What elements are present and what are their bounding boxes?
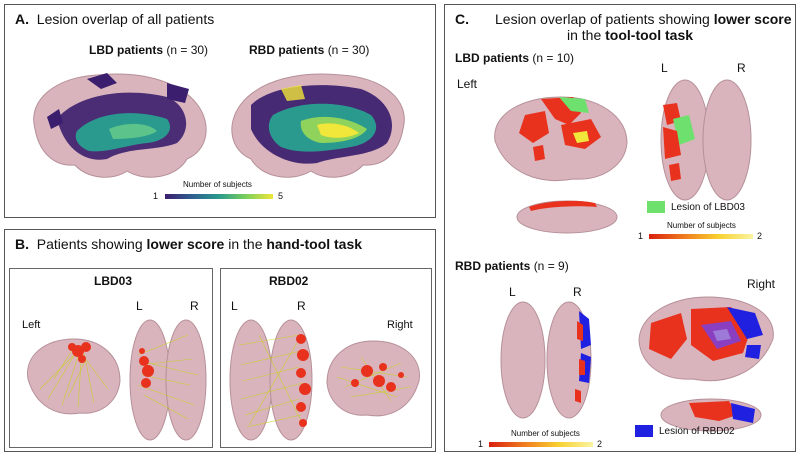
panel-c-rbd-colorbar-min: 1 <box>478 439 484 449</box>
panel-c-rbd-legend-text: Lesion of RBD02 <box>659 426 735 437</box>
panel-b-rbd-id: RBD02 <box>269 274 309 288</box>
panel-c-rbd-lateral-brain <box>638 296 774 382</box>
panel-c-title-line2: in the tool-tool task <box>567 27 694 43</box>
panel-c-rbd-ventral-brain <box>660 398 762 432</box>
panel-c-lbd-colorbar-title: Number of subjects <box>667 221 736 230</box>
panel-a-left-brain <box>33 73 207 178</box>
panel-c-rbd-legend-swatch <box>635 425 653 437</box>
panel-a-right-brain <box>231 73 405 178</box>
panel-c-rbd-side: Right <box>747 277 776 291</box>
panel-a-colorbar-min: 1 <box>153 191 159 201</box>
panel-c-lbd-L: L <box>661 61 668 75</box>
panel-c-rbd-colorbar-max: 2 <box>597 439 603 449</box>
panel-c-letter: C. <box>455 11 469 27</box>
panel-c-lbd-R: R <box>737 61 746 75</box>
panel-a-colorbar-title: Number of subjects <box>183 180 252 189</box>
panel-a: A. Lesion overlap of all patients LBD pa… <box>4 4 436 218</box>
panel-c-rbd-colorbar <box>489 442 593 447</box>
panel-c-lbd-colorbar-max: 2 <box>757 231 763 241</box>
panel-c-lbd-label: LBD patients (n = 10) <box>455 51 575 65</box>
panel-b-rbd-side: Right <box>387 319 413 331</box>
panel-c-title-line1: Lesion overlap of patients showing lower… <box>495 11 792 27</box>
panel-b-lbd-lateral-brain <box>27 338 121 415</box>
panel-c-lbd-legend-swatch <box>647 201 665 213</box>
panel-b-rbd-lateral-brain <box>326 340 420 417</box>
panel-b-rbd-top-brain <box>229 319 313 441</box>
panel-c-rbd-top-brain <box>500 301 592 419</box>
panel-b-rbd-L: L <box>231 299 238 313</box>
panel-c-lbd-lateral-brain <box>494 96 628 182</box>
panel-b-lbd-box: LBD03 Left L R <box>9 268 213 448</box>
panel-b-lbd-side: Left <box>22 319 41 331</box>
panel-b-title: B. Patients showing lower score in the h… <box>15 236 363 252</box>
panel-a-colorbar <box>165 194 273 199</box>
panel-c-lbd-ventral-brain <box>516 200 618 234</box>
panel-a-title: A. Lesion overlap of all patients <box>15 11 215 27</box>
panel-c-rbd-colorbar-title: Number of subjects <box>511 429 580 438</box>
panel-a-colorbar-max: 5 <box>278 191 284 201</box>
panel-c-lbd-colorbar <box>649 234 753 239</box>
panel-c-lbd-legend-text: Lesion of LBD03 <box>671 202 745 213</box>
panel-c-rbd-R: R <box>573 285 582 299</box>
panel-b-rbd-R: R <box>297 299 306 313</box>
panel-b-lbd-id: LBD03 <box>94 274 133 288</box>
panel-a-rbd-label: RBD patients (n = 30) <box>249 43 370 57</box>
panel-b: B. Patients showing lower score in the h… <box>4 229 436 452</box>
panel-b-lbd-R: R <box>190 299 199 313</box>
panel-c-rbd-label: RBD patients (n = 9) <box>455 259 569 273</box>
panel-c-rbd-L: L <box>509 285 516 299</box>
panel-c-lbd-side: Left <box>457 77 478 91</box>
panel-b-rbd-box: RBD02 L R Right <box>220 268 432 448</box>
panel-c-lbd-colorbar-min: 1 <box>638 231 644 241</box>
panel-b-lbd-L: L <box>136 299 143 313</box>
panel-c-lbd-top-brain <box>660 79 752 201</box>
panel-a-lbd-label: LBD patients (n = 30) <box>89 43 209 57</box>
panel-b-lbd-top-brain <box>129 319 207 441</box>
panel-c: C. Lesion overlap of patients showing lo… <box>444 4 796 452</box>
